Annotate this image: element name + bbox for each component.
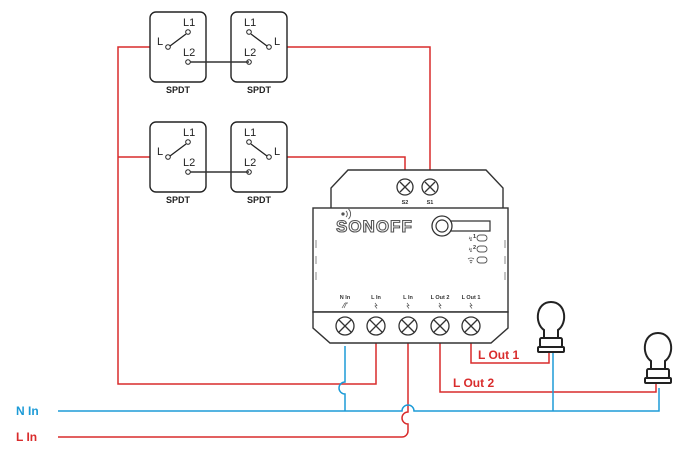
terminal-label-l-out-2: L Out 2: [431, 295, 450, 301]
lamp-1-icon: [536, 300, 566, 353]
svg-text:1: 1: [473, 234, 476, 240]
l-out-1-wire: [470, 336, 550, 364]
switch-terminal-common: L: [157, 36, 163, 48]
svg-text:2: 2: [473, 245, 476, 251]
switch-terminal-l2: L2: [244, 157, 256, 169]
terminal-label-l-in-2: L In: [403, 295, 413, 301]
sonoff-device: S2 S1 SONOFF ↯ 1 ↯ 2: [312, 169, 509, 344]
status-led-1: ↯ 1: [468, 234, 488, 243]
svg-text:↯: ↯: [468, 247, 473, 254]
svg-text:↯: ↯: [468, 236, 473, 243]
terminal-screw-l-out-2: [430, 316, 450, 336]
switch-terminal-common: L: [274, 146, 280, 158]
l-out-2-label: L Out 2: [453, 376, 494, 390]
l-out-1-label: L Out 1: [478, 348, 519, 362]
switch-terminal-l1: L1: [183, 17, 195, 29]
switch-type-label: SPDT: [247, 85, 272, 95]
terminal-label-s1: S1: [427, 200, 434, 206]
switch-4: L1 L2 L SPDT: [230, 121, 288, 205]
switch-type-label: SPDT: [166, 195, 191, 205]
live-to-lin-wire: [338, 336, 377, 385]
switch-1: L1 L2 L SPDT: [149, 11, 207, 95]
terminal-label-l-out-1: L Out 1: [462, 295, 481, 301]
terminal-screw-n-in: [335, 316, 355, 336]
l-in-label: L In: [16, 430, 37, 444]
signal-icon: [341, 208, 352, 220]
live-trunk-wire: [117, 46, 338, 385]
l-out-2-wire: [439, 336, 657, 393]
n-in-wire: [58, 388, 660, 412]
switch-terminal-l2: L2: [183, 157, 195, 169]
switch-3: L1 L2 L SPDT: [149, 121, 207, 205]
pairing-button: [431, 215, 491, 237]
switch-terminal-l2: L2: [244, 47, 256, 59]
terminal-screw-l-in-1: [366, 316, 386, 336]
terminal-label-s2: S2: [402, 200, 409, 206]
switch-type-label: SPDT: [166, 85, 191, 95]
terminal-label-n-in: N In: [340, 295, 351, 301]
terminal-label-l-in-1: L In: [371, 295, 381, 301]
status-led-2: ↯ 2: [468, 245, 488, 254]
terminal-screw-s2: [396, 178, 414, 196]
switch-type-label: SPDT: [247, 195, 272, 205]
switch-terminal-l1: L1: [244, 127, 256, 139]
brand-logo: SONOFF: [336, 217, 413, 236]
n-in-up-wire: [338, 346, 346, 411]
s2-wire: [287, 156, 406, 172]
terminal-screw-l-in-2: [398, 316, 418, 336]
switch-terminal-common: L: [274, 36, 280, 48]
wifi-led: [467, 256, 488, 264]
s1-wire: [287, 46, 431, 172]
switch-2: L1 L2 L SPDT: [230, 11, 288, 95]
l-in-wire: [58, 336, 409, 438]
lamp-2-icon: [643, 331, 673, 384]
terminal-symbols: [341, 302, 473, 309]
switch-terminal-l1: L1: [183, 127, 195, 139]
terminal-screw-l-out-1: [461, 316, 481, 336]
n-in-label: N In: [16, 404, 39, 418]
switch-terminal-l2: L2: [183, 47, 195, 59]
terminal-screw-s1: [421, 178, 439, 196]
switch-terminal-l1: L1: [244, 17, 256, 29]
switch-terminal-common: L: [157, 146, 163, 158]
wires: [58, 46, 660, 438]
